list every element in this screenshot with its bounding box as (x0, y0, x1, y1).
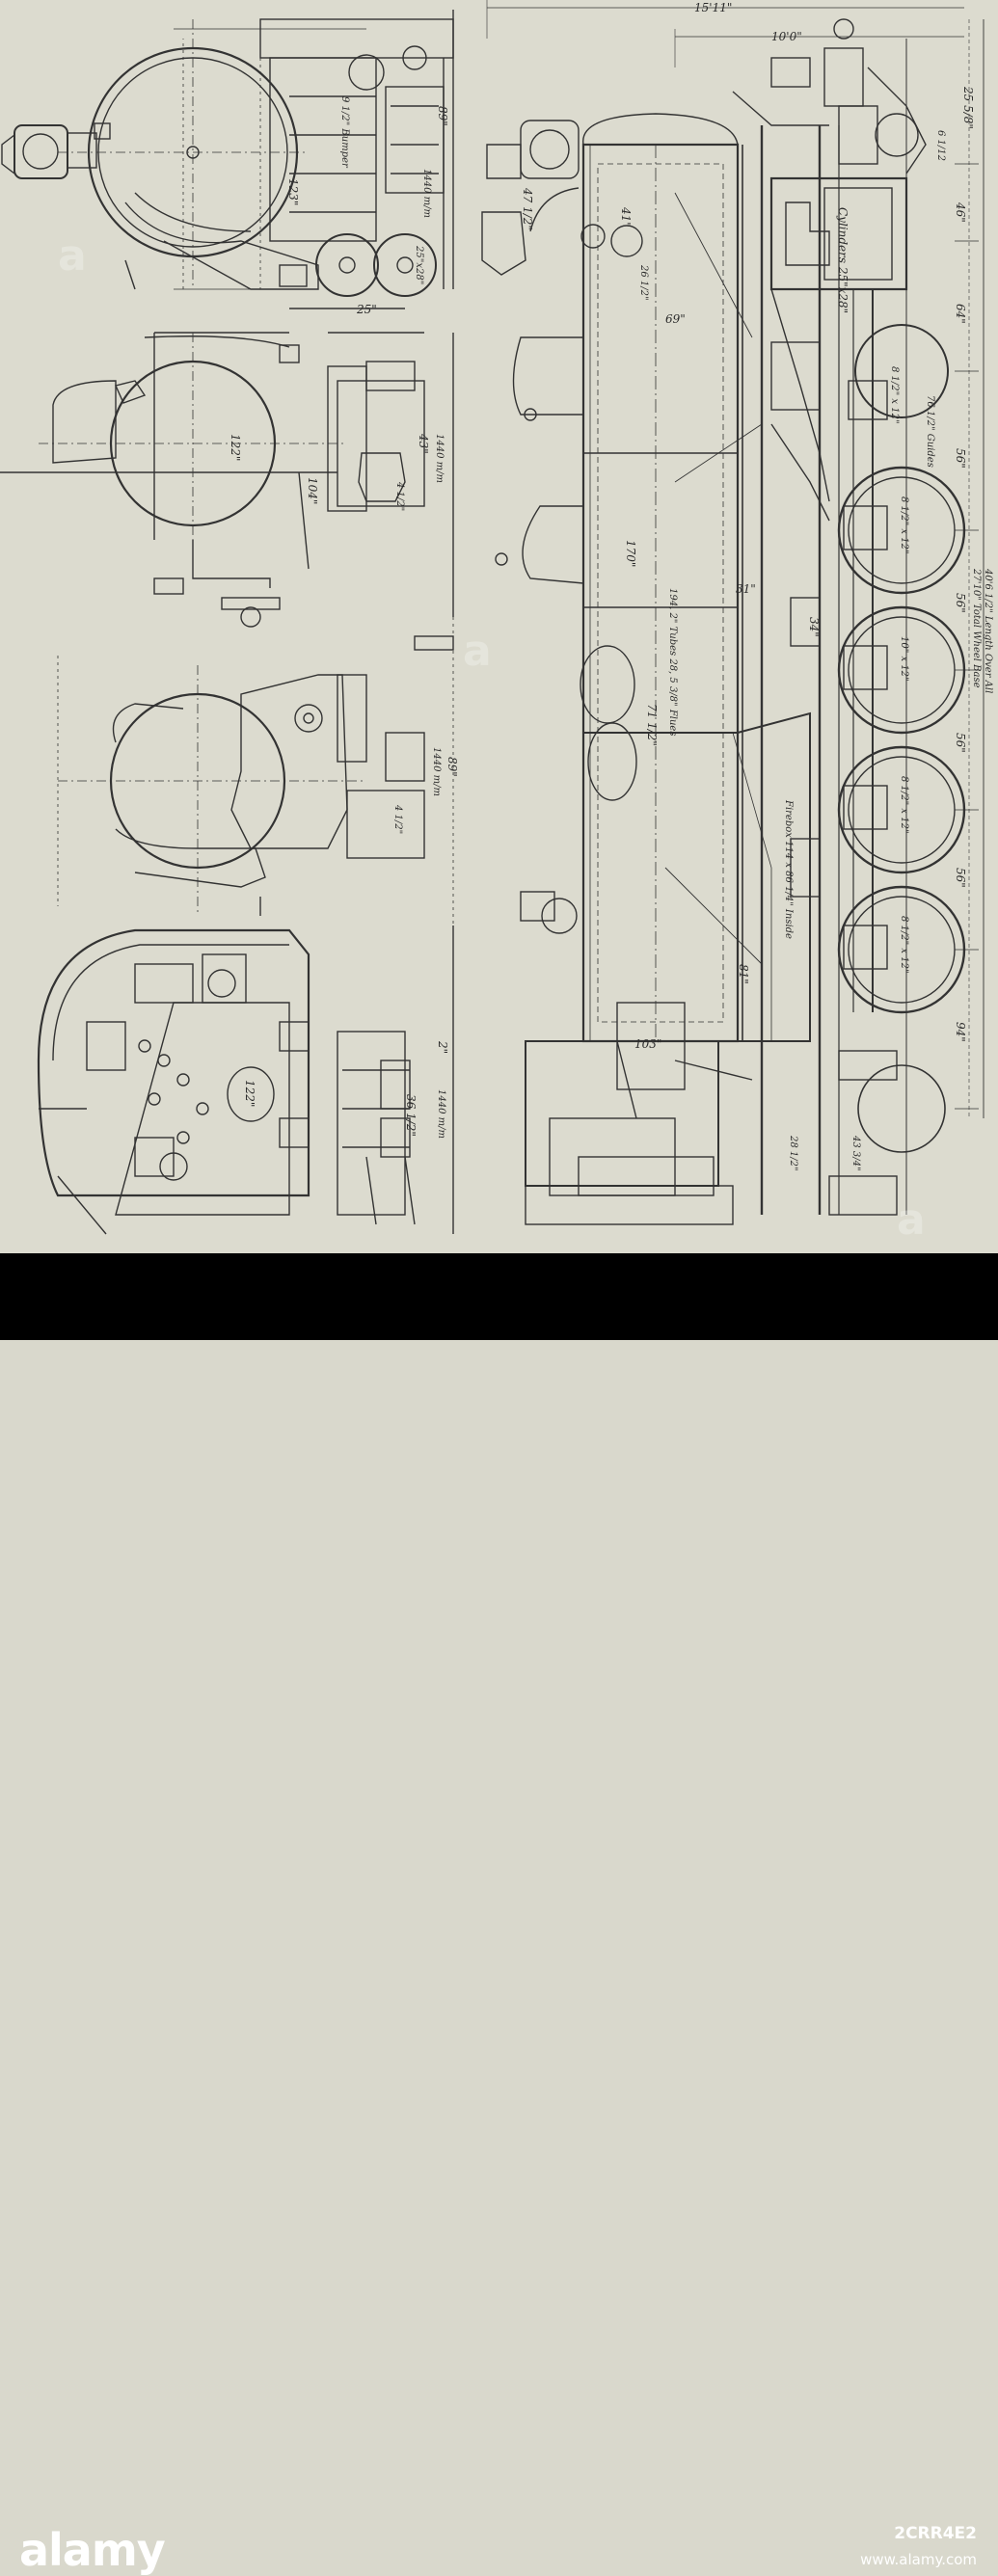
dim-top-10ft: 10'0" (771, 30, 802, 43)
watermark-ghost-logo: a (58, 231, 87, 281)
dim-guides: 76 1/2" Guides (925, 395, 935, 468)
dim-47: 47 1/2" (521, 187, 534, 230)
dim-e25: 25" (356, 303, 377, 316)
dim-28: 28 1/2" (788, 1135, 798, 1171)
watermark-url: www.alamy.com (860, 2551, 977, 2568)
dim-81: 81" (737, 964, 750, 984)
rear-cab-view (37, 926, 454, 1235)
dim-s1440: 1440 m/m (434, 434, 445, 483)
dim-56-b: 56" (954, 593, 967, 613)
dim-m1440: 1440 m/m (431, 747, 442, 796)
dim-34: 34" (807, 617, 821, 637)
dimension-labels: 15'11" 10'0" 25 5/8" 6 1/12 46" 64" 76 1… (229, 1, 993, 1171)
journal-5: 8 1/2" x 12" (889, 366, 900, 424)
firebox-label: Firebox 114 x 86 1/4" Inside (783, 799, 794, 939)
dim-103: 103" (634, 1037, 661, 1051)
watermark-ghost-logo: a (897, 1195, 926, 1245)
watermark-ghost-logo: a (463, 627, 492, 676)
dim-s43: 43" (417, 433, 430, 454)
watermark-info: 2CRR4E2 www.alamy.com (860, 2524, 977, 2568)
dim-m4: 4 1/2" (392, 804, 403, 834)
dim-s104: 104" (306, 477, 319, 504)
image-id: 2CRR4E2 (894, 2524, 977, 2543)
dim-43: 43 3/4" (850, 1135, 861, 1171)
section-view-cylinders (57, 617, 454, 926)
dim-31: 31" (736, 582, 756, 596)
tubes-label: 194, 2" Tubes 28, 5 3/8" Flues (667, 588, 678, 736)
dim-e89: 89" (436, 106, 449, 126)
locomotive-drawing: 15'11" 10'0" 25 5/8" 6 1/12 46" 64" 76 1… (0, 0, 993, 1235)
journal-3: 8 1/2" x 12" (899, 776, 909, 834)
dim-r36: 36 1/2" (404, 1094, 418, 1137)
alamy-logo: alamy (19, 2524, 166, 2576)
dim-6112: 6 1/12 (935, 130, 946, 161)
dim-e1440: 1440 m/m (421, 169, 432, 218)
section-view-smokebox (0, 332, 454, 628)
dim-length-over-all: 40'6 1/2" Length Over All (983, 568, 993, 693)
dim-wheel-base: 27'10" Total Wheel Base (971, 568, 982, 688)
dim-94: 94" (954, 1022, 967, 1042)
dim-r2: 2" (436, 1040, 449, 1054)
front-end-view (1, 10, 454, 309)
drawing-sheet: 15'11" 10'0" 25 5/8" 6 1/12 46" 64" 76 1… (0, 0, 998, 1253)
cylinders-label: Cylinders 25"x28" (836, 207, 850, 313)
dim-56-c: 56" (954, 733, 967, 753)
bumper-label: 9 1/2" Bumper (339, 96, 350, 169)
dim-64: 64" (954, 304, 967, 324)
dim-m89: 89" (445, 757, 459, 777)
journal-1: 8 1/2" x 12" (899, 496, 909, 554)
journal-4: 8 1/2" x 12" (899, 916, 909, 974)
dim-e25x28: 25"x28" (414, 245, 424, 284)
journal-2: 10" x 12" (899, 636, 909, 682)
dim-258: 25 5/8" (961, 86, 975, 129)
watermark-footer: alamy 2CRR4E2 www.alamy.com (0, 1253, 998, 2576)
dim-46: 46" (954, 201, 967, 223)
dim-overall-top: 15'11" (694, 1, 732, 14)
dim-56-a: 56" (954, 448, 967, 469)
dim-41: 41" (619, 206, 633, 228)
dim-26: 26 1/2" (638, 264, 649, 301)
dim-r1440: 1440 m/m (436, 1089, 446, 1139)
dim-170: 170" (624, 540, 637, 567)
dim-s4: 4 1/2" (394, 481, 405, 511)
dim-r122: 122" (243, 1080, 256, 1107)
dim-71: 71 1/2" (645, 704, 659, 746)
dim-56-d: 56" (954, 868, 967, 888)
dim-69: 69" (665, 312, 686, 326)
side-elevation (481, 0, 985, 1225)
dim-s122: 122" (229, 434, 242, 461)
dim-e123: 123" (286, 178, 300, 205)
